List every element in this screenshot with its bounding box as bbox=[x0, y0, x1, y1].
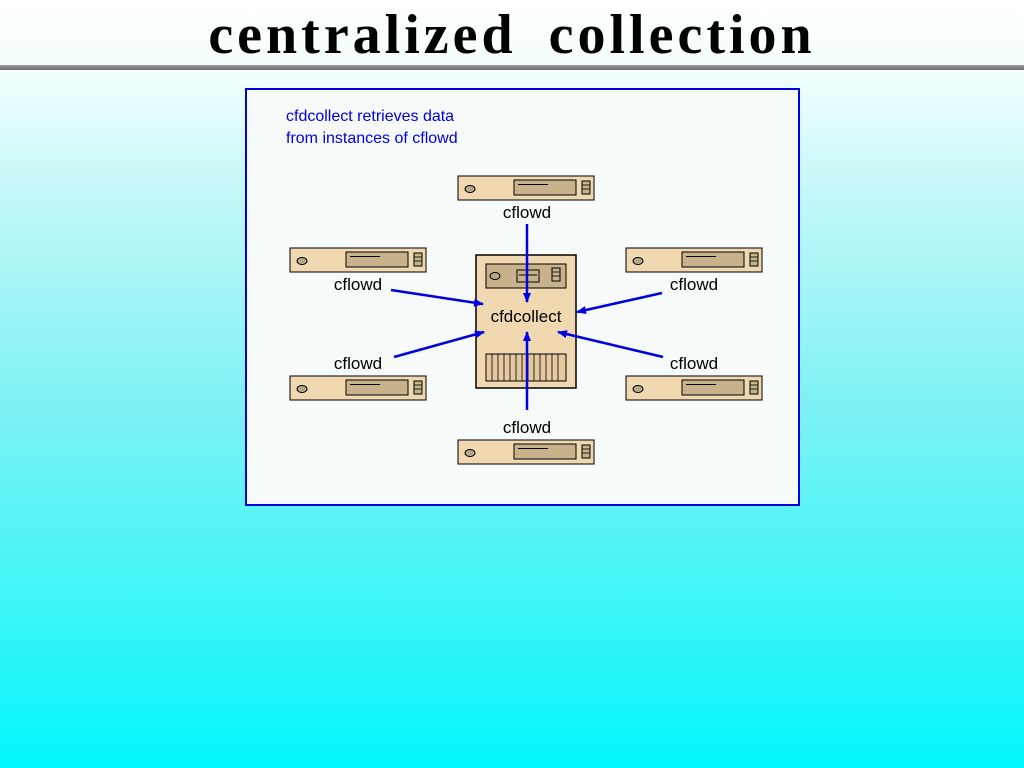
cflowd-server-top bbox=[457, 175, 595, 201]
cflowd-label-upper-right: cflowd bbox=[669, 275, 719, 294]
cflowd-server-upper-right bbox=[625, 247, 763, 273]
title-divider bbox=[0, 65, 1024, 70]
caption-line-1: cfdcollect retrieves data bbox=[286, 108, 455, 125]
cfdcollect-label: cfdcollect bbox=[488, 307, 564, 327]
cflowd-server-lower-left bbox=[289, 375, 427, 401]
cflowd-server-lower-right bbox=[625, 375, 763, 401]
caption-line-2: from instances of cflowd bbox=[286, 130, 458, 147]
arrow-lower-right bbox=[557, 330, 664, 359]
diagram-caption: cfdcollect retrieves data from instances… bbox=[286, 106, 546, 150]
slide-title: centralized collection bbox=[208, 4, 816, 66]
arrow-upper-right bbox=[576, 291, 663, 314]
cflowd-label-upper-left: cflowd bbox=[333, 275, 383, 294]
cflowd-label-bottom: cflowd bbox=[502, 418, 552, 437]
cflowd-label-lower-left: cflowd bbox=[333, 354, 383, 373]
cflowd-server-upper-left bbox=[289, 247, 427, 273]
cflowd-label-top: cflowd bbox=[502, 203, 552, 222]
arrow-upper-left bbox=[390, 288, 484, 307]
cflowd-label-lower-right: cflowd bbox=[669, 354, 719, 373]
arrow-lower-left bbox=[393, 330, 485, 359]
cflowd-server-bottom bbox=[457, 439, 595, 465]
